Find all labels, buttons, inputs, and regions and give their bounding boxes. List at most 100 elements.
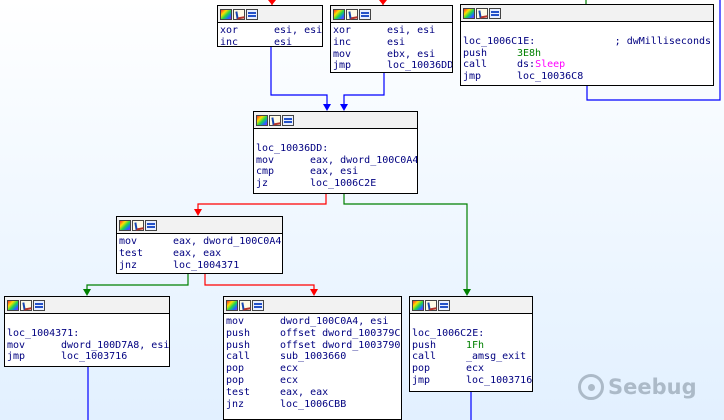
instruction-operands: esi, esi bbox=[387, 25, 436, 36]
color-palette-icon[interactable] bbox=[226, 299, 238, 311]
instruction-operands: loc_10036DD bbox=[387, 60, 453, 72]
instruction-operands: 1Fh bbox=[466, 339, 485, 351]
instruction-operands: eax, dword_100C0A4 bbox=[310, 154, 418, 166]
group-nodes-icon[interactable] bbox=[359, 8, 371, 20]
color-palette-icon[interactable] bbox=[220, 8, 232, 20]
instruction-mnemonic: xor bbox=[220, 25, 239, 36]
seebug-logo-icon bbox=[578, 374, 604, 400]
edit-block-icon[interactable] bbox=[20, 299, 32, 311]
instruction-mnemonic: mov bbox=[7, 339, 26, 351]
edit-block-icon[interactable] bbox=[346, 8, 358, 20]
edit-block-icon[interactable] bbox=[233, 8, 245, 20]
instruction-mnemonic: push bbox=[412, 339, 437, 351]
group-nodes-icon[interactable] bbox=[282, 114, 294, 126]
instruction-mnemonic: test bbox=[226, 386, 251, 398]
color-palette-icon[interactable] bbox=[412, 299, 424, 311]
instruction-operands: esi, esi bbox=[274, 25, 323, 36]
seebug-watermark: Seebug bbox=[578, 374, 697, 400]
edit-block-icon[interactable] bbox=[476, 7, 488, 19]
instruction-operands: loc_1006C2E bbox=[310, 178, 377, 190]
instruction-operands: eax, dword_100C0A4 bbox=[173, 236, 282, 247]
instruction-line[interactable]: pop ecx bbox=[412, 363, 530, 375]
edge-n5-to-n6 bbox=[86, 274, 189, 290]
block-label[interactable]: loc_1006C1E: bbox=[463, 35, 536, 47]
instruction-line[interactable]: mov dword_100D7A8, esi bbox=[7, 339, 170, 352]
instruction-mnemonic: mov bbox=[226, 316, 245, 327]
block-label[interactable]: loc_1006C2E: bbox=[412, 327, 485, 339]
group-nodes-icon[interactable] bbox=[252, 299, 264, 311]
block-label[interactable]: loc_10036DD: bbox=[256, 142, 329, 154]
instruction-operands: ecx bbox=[466, 363, 485, 375]
group-nodes-icon[interactable] bbox=[145, 219, 157, 231]
instruction-line[interactable]: push 1Fh bbox=[412, 340, 530, 352]
group-nodes-icon[interactable] bbox=[33, 299, 45, 311]
color-palette-icon[interactable] bbox=[7, 299, 19, 311]
watermark-text: Seebug bbox=[608, 375, 697, 399]
color-palette-icon[interactable] bbox=[119, 219, 131, 231]
edge-n4-to-n5 bbox=[197, 194, 327, 210]
instruction-mnemonic: push bbox=[463, 47, 488, 59]
edge-n3-loop bbox=[586, 0, 721, 101]
group-nodes-icon[interactable] bbox=[246, 8, 258, 20]
blank-line bbox=[463, 24, 711, 36]
instruction-operands: ecx bbox=[280, 374, 299, 386]
color-palette-icon[interactable] bbox=[256, 114, 268, 126]
edit-block-icon[interactable] bbox=[132, 219, 144, 231]
group-nodes-icon[interactable] bbox=[489, 7, 501, 19]
instruction-mnemonic: jmp bbox=[463, 71, 482, 83]
group-nodes-icon[interactable] bbox=[438, 299, 450, 311]
edit-block-icon[interactable] bbox=[425, 299, 437, 311]
instruction-mnemonic: push bbox=[226, 339, 251, 351]
edit-block-icon[interactable] bbox=[269, 114, 281, 126]
instruction-mnemonic: pop bbox=[412, 363, 431, 375]
color-palette-icon[interactable] bbox=[333, 8, 345, 20]
edit-block-icon[interactable] bbox=[239, 299, 251, 311]
instruction-mnemonic: call bbox=[463, 59, 488, 71]
block-header bbox=[218, 6, 322, 23]
instruction-operands: dword_100D7A8, esi bbox=[61, 339, 170, 351]
block-label[interactable]: loc_1004371: bbox=[7, 327, 80, 339]
instruction-operands: _amsg_exit bbox=[466, 351, 527, 363]
color-palette-icon[interactable] bbox=[463, 7, 475, 19]
instruction-line[interactable]: xor esi, esi bbox=[220, 25, 323, 37]
block-label-line: loc_1004371: bbox=[7, 328, 167, 340]
instruction-line[interactable]: call_amsg_exit bbox=[412, 351, 530, 363]
